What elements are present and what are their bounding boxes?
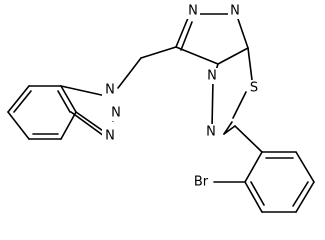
br-label: Br bbox=[194, 175, 209, 190]
n-benzotriazole-3-label: N bbox=[105, 129, 115, 144]
n-triazole-top-left-label: N bbox=[188, 4, 198, 19]
benzotriazole-benzene-ring bbox=[7, 85, 77, 140]
n-triazole-top-right-label: N bbox=[230, 4, 240, 19]
fused-thiadiazole-ring bbox=[211, 47, 253, 135]
fused-triazole-ring bbox=[175, 13, 249, 65]
s-thiadiazole-label: S bbox=[250, 81, 258, 96]
n-benzotriazole-1-label: N bbox=[105, 83, 115, 98]
bromophenyl-ring bbox=[244, 151, 315, 213]
n-benzotriazole-2-label: N bbox=[111, 106, 121, 121]
aryl-bond bbox=[234, 125, 263, 153]
n-thiadiazole-label: N bbox=[206, 125, 216, 140]
molecule-drawing: N N N N N N N S Br bbox=[7, 3, 315, 213]
structure-diagram: N N N N N N N S Br bbox=[7, 3, 315, 213]
n-bridgehead-label: N bbox=[207, 69, 217, 84]
methylene-bridge bbox=[117, 46, 177, 89]
